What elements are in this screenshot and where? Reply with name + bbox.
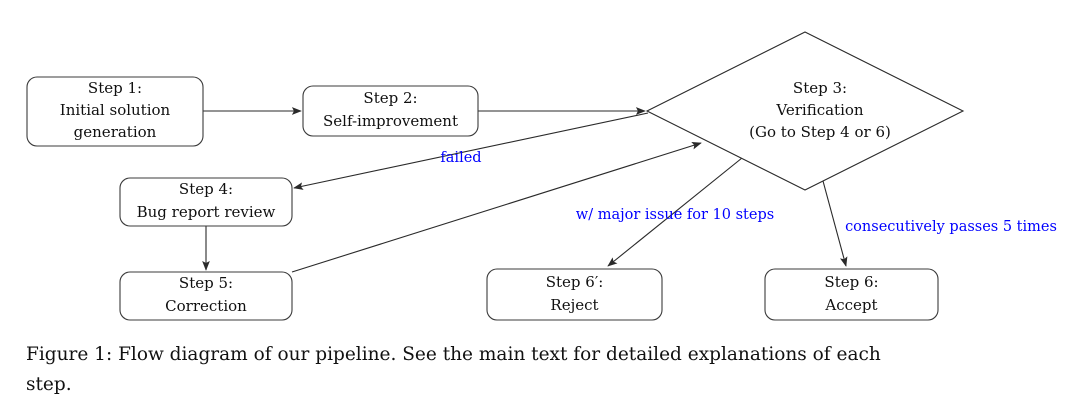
edge-step5-to-step3	[291, 142, 702, 273]
edge-label-failed: failed	[440, 150, 481, 166]
node-step1-line3: generation	[74, 123, 157, 141]
node-step4-line2: Bug report review	[137, 203, 276, 221]
node-step4: Step 4: Bug report review	[119, 177, 293, 227]
node-step5-line2: Correction	[165, 297, 247, 315]
node-step2-line2: Self-improvement	[323, 112, 458, 130]
node-step5-shape	[119, 271, 293, 321]
node-step5-line1: Step 5:	[179, 274, 233, 292]
node-step6prime-shape	[486, 268, 663, 321]
node-step2: Step 2: Self-improvement	[302, 85, 479, 137]
node-step1: Step 1: Initial solution generation	[26, 76, 204, 147]
edge-label-layer: failed w/ major issue for 10 steps conse…	[440, 150, 1057, 235]
node-step1-line2: Initial solution	[60, 101, 171, 119]
edge-label-major-issue: w/ major issue for 10 steps	[576, 207, 774, 223]
node-step2-shape	[302, 85, 479, 137]
node-step6-line1: Step 6:	[824, 273, 878, 291]
node-step4-shape	[119, 177, 293, 227]
edge-step3-to-step6	[822, 180, 848, 267]
node-step6prime: Step 6′: Reject	[486, 268, 663, 321]
node-step3-line3: (Go to Step 4 or 6)	[749, 123, 891, 141]
node-step6-shape	[764, 268, 939, 321]
edge-step3-to-step4	[293, 112, 649, 190]
node-step2-line1: Step 2:	[363, 89, 417, 107]
node-step6: Step 6: Accept	[764, 268, 939, 321]
node-step4-line1: Step 4:	[179, 180, 233, 198]
node-step1-line1: Step 1:	[88, 79, 142, 97]
edge-layer	[202, 107, 848, 273]
edge-label-consecutively-passes: consecutively passes 5 times	[845, 219, 1057, 235]
node-step3-line1: Step 3:	[793, 79, 847, 97]
node-step6prime-line1: Step 6′:	[546, 273, 604, 291]
node-step6prime-line2: Reject	[550, 296, 598, 314]
flow-diagram: failed w/ major issue for 10 steps conse…	[26, 31, 1057, 321]
figure-caption: Figure 1: Flow diagram of our pipeline. …	[26, 344, 881, 395]
node-step5: Step 5: Correction	[119, 271, 293, 321]
node-step1-shape	[26, 76, 204, 147]
edge-step3-to-step6prime	[607, 157, 743, 267]
node-step6-line2: Accept	[824, 296, 877, 314]
node-step3-line2: Verification	[775, 101, 864, 119]
node-step3: Step 3: Verification (Go to Step 4 or 6)	[645, 31, 965, 191]
node-step3-shape	[645, 31, 965, 191]
